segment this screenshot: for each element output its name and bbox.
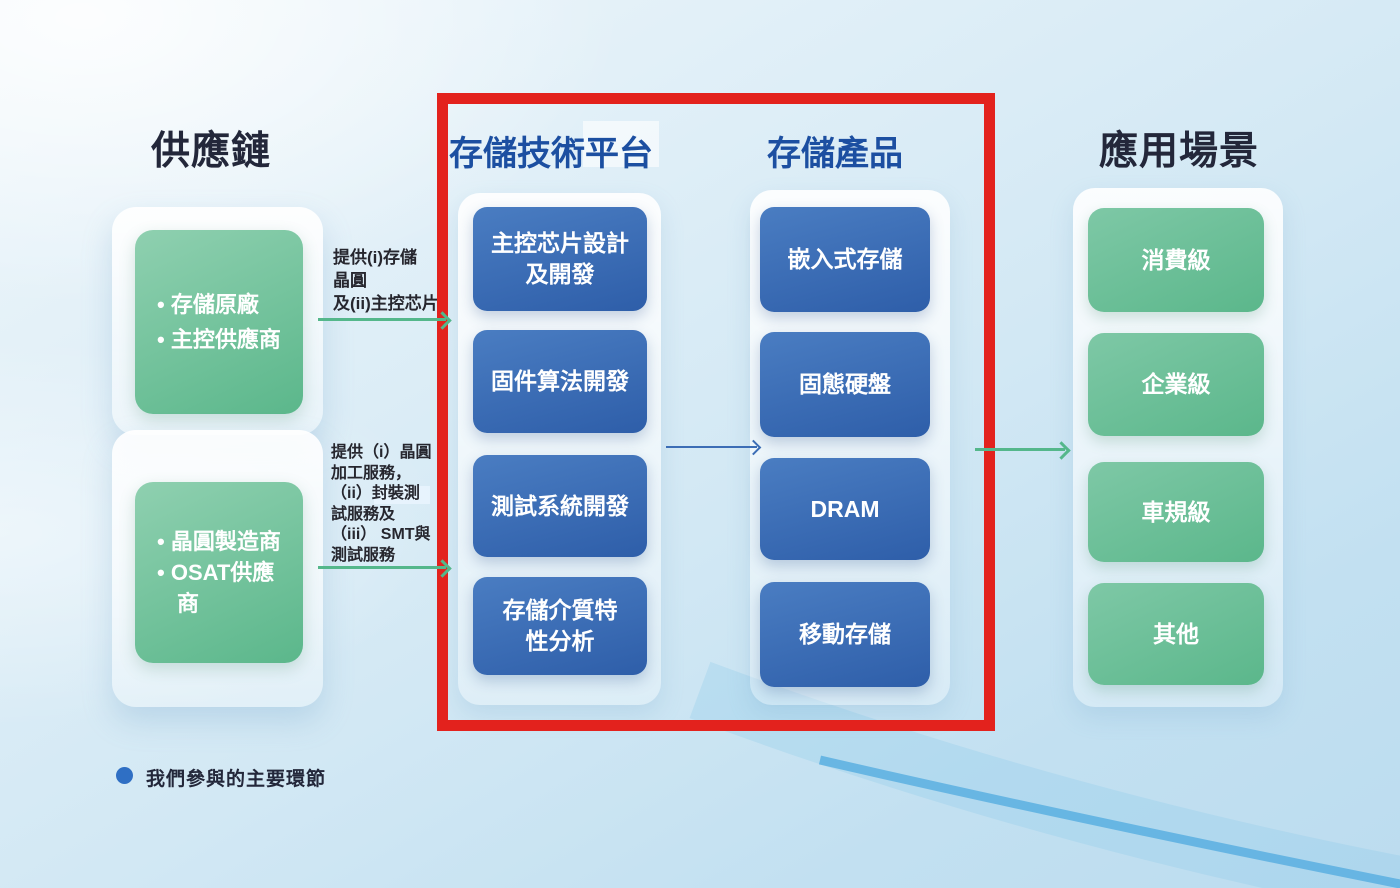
- annotation-line: （iii） SMT與: [331, 526, 431, 543]
- product-box-dram: DRAM: [760, 458, 930, 560]
- applications-header: 應用場景: [1099, 130, 1260, 173]
- box-label: 固件算法開發: [491, 368, 629, 394]
- annotation-line: 試服務及: [331, 505, 396, 523]
- legend-dot-icon: [116, 767, 133, 784]
- text-highlight-artifact: [583, 121, 659, 167]
- arrow-platform-to-products: [666, 446, 757, 448]
- box-label: 消費級: [1141, 246, 1211, 273]
- box-label: 主控芯片設計: [491, 230, 629, 256]
- applications-column: 消費級 企業級 車規級 其他: [1073, 188, 1283, 707]
- box-label: 存儲介質特: [502, 597, 618, 623]
- supplier-box-memory-vendors: 存儲原廠 主控供應商: [135, 230, 303, 414]
- text-highlight-artifact: [374, 486, 430, 504]
- platform-box-media-analysis: 存儲介質特 性分析: [473, 577, 647, 675]
- highlight-frame: [437, 93, 995, 731]
- legend: 我們參與的主要環節: [116, 764, 326, 791]
- annotation-line: 提供（i）晶圓: [331, 444, 432, 461]
- supplier-box-fab-osat: 晶圓製造商 OSAT供應商: [135, 482, 303, 663]
- annotation-line: （ii）封裝測: [331, 485, 420, 502]
- legend-label: 我們參與的主要環節: [146, 769, 327, 790]
- product-box-mobile-storage: 移動存儲: [760, 582, 930, 687]
- application-box-consumer: 消費級: [1088, 208, 1264, 312]
- platform-box-test-system: 測試系統開發: [473, 455, 647, 557]
- box-label: 移動存儲: [799, 621, 891, 647]
- list-item: 晶圓製造商: [157, 526, 295, 557]
- box-label: 其他: [1153, 620, 1199, 647]
- annotation-line: 及(ii)主控芯片: [333, 294, 439, 313]
- tech-platform-header: 存儲技術平台: [449, 135, 653, 173]
- list-item: 主控供應商: [157, 322, 295, 357]
- application-box-enterprise: 企業級: [1088, 333, 1264, 436]
- box-label: 嵌入式存儲: [787, 246, 903, 272]
- product-box-ssd: 固態硬盤: [760, 332, 930, 437]
- supplier-list: 存儲原廠 主控供應商: [135, 230, 303, 414]
- supplier-card-2: 晶圓製造商 OSAT供應商: [112, 430, 323, 707]
- annotation-line: 提供(i)存儲: [333, 248, 418, 267]
- product-box-embedded: 嵌入式存儲: [760, 207, 930, 312]
- annotation-line: 加工服務，: [331, 464, 412, 482]
- supplier-list: 晶圓製造商 OSAT供應商: [135, 482, 303, 663]
- box-label: 固態硬盤: [799, 371, 891, 397]
- products-header: 存儲產品: [767, 135, 903, 173]
- arrow-suppliers-to-platform: [318, 318, 446, 321]
- products-column: 嵌入式存儲 固態硬盤 DRAM 移動存儲: [750, 190, 950, 705]
- annotation-line: 晶圓: [333, 271, 367, 290]
- box-label: 性分析: [525, 628, 595, 654]
- box-label: 及開發: [525, 261, 595, 287]
- arrow-products-to-applications: [975, 448, 1065, 451]
- box-label: DRAM: [810, 495, 880, 522]
- list-item: OSAT供應商: [157, 557, 295, 619]
- annotation-line: 測試服務: [331, 546, 396, 564]
- tech-platform-column: 主控芯片設計 及開發 固件算法開發 測試系統開發 存儲介質特 性分析: [458, 193, 661, 705]
- box-label: 測試系統開發: [491, 492, 629, 519]
- list-item: 存儲原廠: [157, 287, 295, 322]
- box-label: 企業級: [1141, 371, 1211, 397]
- supply-annotation-1: 提供(i)存儲 晶圓 及(ii)主控芯片: [333, 246, 439, 315]
- application-box-automotive: 車規級: [1088, 462, 1264, 562]
- application-box-others: 其他: [1088, 583, 1264, 685]
- supplier-card-1: 存儲原廠 主控供應商: [112, 207, 323, 435]
- box-label: 車規級: [1141, 498, 1211, 525]
- supply-annotation-2: 提供（i）晶圓 加工服務， （ii）封裝測 試服務及 （iii） SMT與 測試…: [331, 443, 431, 566]
- arrow-fab-to-platform: [318, 566, 446, 569]
- platform-box-controller-design: 主控芯片設計 及開發: [473, 207, 647, 311]
- supply-chain-header: 供應鏈: [151, 130, 272, 173]
- platform-box-firmware: 固件算法開發: [473, 330, 647, 433]
